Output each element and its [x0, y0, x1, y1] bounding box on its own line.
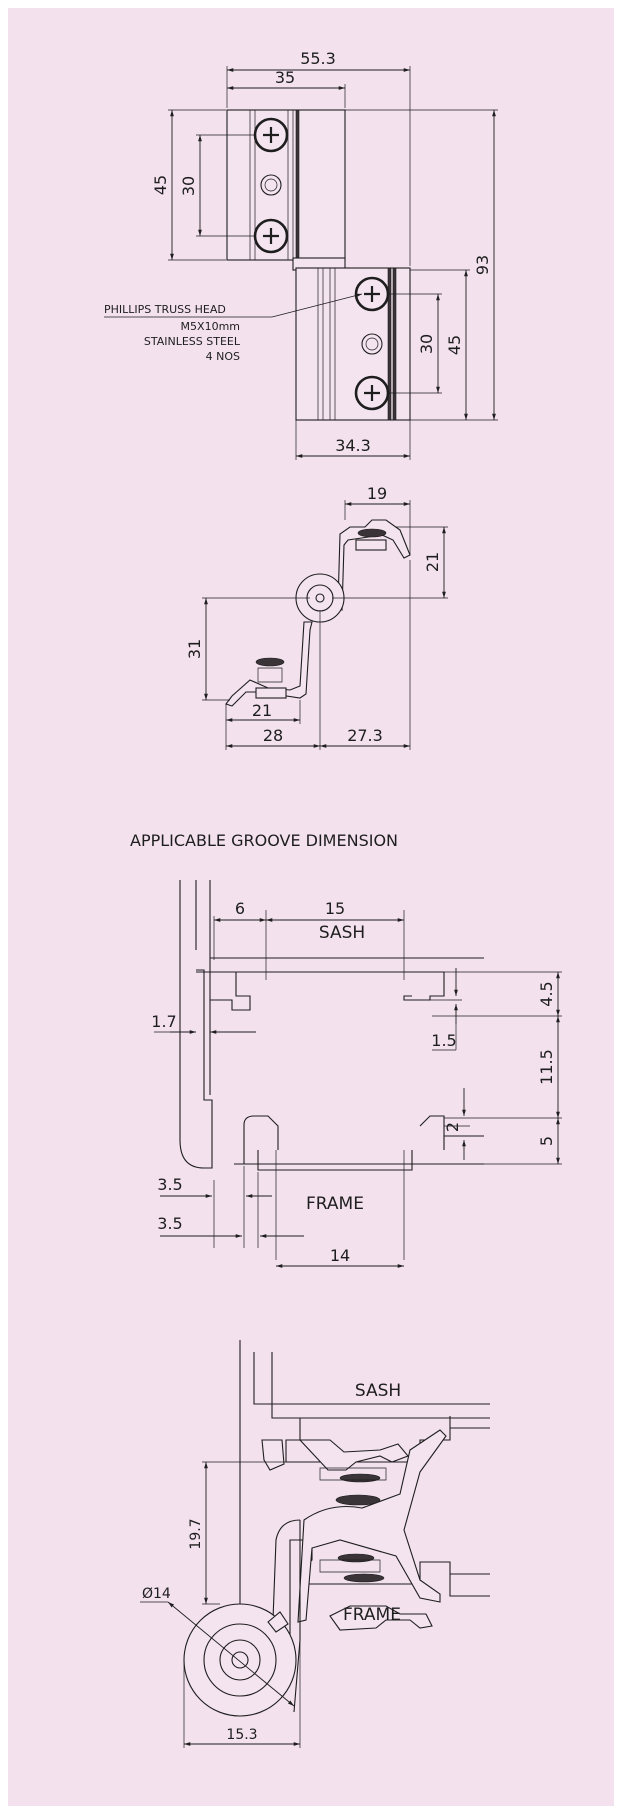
dim-groove-4-5: 4.5: [537, 981, 556, 1006]
dim-groove-15: 15: [325, 899, 345, 918]
dim-section-width: 15.3: [226, 1727, 257, 1743]
dim-leaf-width: 35: [275, 68, 295, 87]
dim-hole-spacing: 30: [179, 176, 198, 196]
dim-section-diameter: Ø14: [142, 1586, 171, 1602]
dim-groove-6: 6: [235, 899, 245, 918]
dim-lower-hole-spacing: 30: [417, 334, 436, 354]
dim-lower-leaf-height: 45: [445, 335, 464, 355]
dim-section-height: 19.7: [188, 1518, 204, 1549]
callout-line-3: STAINLESS STEEL: [144, 335, 241, 348]
dim-left-height: 31: [185, 639, 204, 659]
screw-upper-2: [253, 218, 289, 254]
callout-line-4: 4 NOS: [206, 350, 240, 363]
dim-bottom-width: 21: [252, 701, 272, 720]
top-view: 55.3 35 45 30 93 30 45 34.3: [104, 49, 498, 460]
section-view: SASH FRAME 19.7 Ø14 15.3: [140, 1340, 490, 1748]
callout-line-1: PHILLIPS TRUSS HEAD: [104, 303, 226, 316]
screw-lower-2: [354, 375, 390, 411]
dim-groove-5: 5: [537, 1136, 556, 1146]
screw-upper-1: [253, 117, 289, 153]
groove-title: APPLICABLE GROOVE DIMENSION: [130, 831, 398, 850]
dim-top-height: 21: [423, 552, 442, 572]
dim-groove-11-5: 11.5: [537, 1049, 556, 1085]
dim-right-span: 27.3: [347, 726, 383, 745]
side-view: 19 21 31 21 28 27.3: [185, 484, 448, 750]
dim-groove-14: 14: [330, 1246, 350, 1265]
dim-groove-2: 2: [443, 1122, 462, 1132]
dim-overall-width: 55.3: [300, 49, 336, 68]
dim-lower-width: 34.3: [335, 436, 371, 455]
section-frame-label: FRAME: [343, 1605, 401, 1625]
dim-left-span: 28: [263, 726, 283, 745]
screw-callout: PHILLIPS TRUSS HEAD M5X10mm STAINLESS ST…: [104, 293, 363, 363]
dim-top-width: 19: [367, 484, 387, 503]
callout-line-2: M5X10mm: [181, 320, 240, 333]
screw-lower-1: [354, 276, 390, 312]
dim-groove-3-5-a: 3.5: [157, 1175, 182, 1194]
washer-upper: [260, 174, 282, 196]
dim-groove-1-7: 1.7: [151, 1012, 176, 1031]
dim-leaf-height: 45: [151, 175, 170, 195]
section-sash-label: SASH: [355, 1381, 401, 1401]
groove-sash-label: SASH: [319, 923, 365, 943]
dim-total-height: 93: [473, 255, 492, 275]
groove-view: SASH FRAME 6 15 4.5 11.5 5 1.5 2: [151, 880, 562, 1268]
dim-groove-3-5-b: 3.5: [157, 1214, 182, 1233]
groove-frame-label: FRAME: [306, 1194, 364, 1214]
washer-lower: [361, 333, 383, 355]
dim-groove-1-5: 1.5: [431, 1031, 456, 1050]
